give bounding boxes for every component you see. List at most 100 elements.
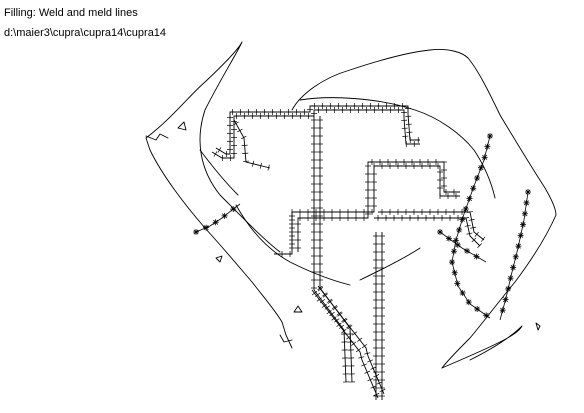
weld-star-marker: [459, 289, 466, 296]
runner-tick: [373, 374, 380, 378]
runner-tick: [317, 287, 324, 292]
weld-star-marker: [517, 232, 524, 239]
runner-tick: [337, 312, 343, 317]
weld-star-marker: [459, 216, 466, 223]
runner-tick: [471, 237, 477, 243]
runner-tick: [314, 292, 321, 297]
runner-tick: [376, 381, 383, 385]
runner-tick: [217, 147, 222, 153]
runner-tick: [346, 335, 352, 340]
runner-tick: [331, 316, 337, 321]
file-path: d:\maier3\cupra\cupra14\cupra14: [4, 27, 167, 39]
runner-tick: [370, 366, 377, 370]
weld-lines: [195, 135, 529, 321]
weld-star-marker: [437, 229, 443, 235]
runner-tick: [327, 299, 333, 304]
runner-tick: [329, 311, 335, 317]
runner-tick: [464, 224, 471, 227]
runner-top: [211, 109, 420, 159]
weld-star-marker: [483, 312, 490, 319]
runner-tick: [477, 243, 482, 248]
runner-tick: [240, 135, 247, 140]
triangle-marker: [293, 305, 303, 313]
runner-tick: [252, 160, 255, 167]
outline-top-inner: [299, 97, 496, 199]
runner-tick: [480, 236, 486, 242]
runner-tick: [321, 303, 327, 308]
outline-mid-right: [359, 247, 421, 281]
runner-tick: [267, 164, 270, 171]
runner-tick: [331, 305, 338, 310]
weld-star-marker: [451, 269, 458, 276]
runner-tick: [317, 285, 323, 291]
runner-tick: [342, 318, 348, 323]
runner-tick: [336, 311, 342, 316]
runner-tick: [322, 292, 328, 297]
outline-left-panel: [145, 41, 281, 253]
weld-star-marker: [515, 243, 522, 250]
runner-tick: [347, 325, 353, 330]
weld-star-marker: [474, 306, 481, 313]
weld-star-marker: [212, 219, 219, 226]
runner-tick: [326, 298, 333, 303]
runner-left-branch: [233, 119, 271, 169]
triangle-marker: [215, 255, 223, 263]
part-outline: [145, 41, 557, 369]
runner-tick: [324, 305, 330, 310]
outline-lower-stub: [279, 334, 293, 343]
runner-tick: [341, 317, 347, 323]
weld-star-marker: [478, 164, 485, 171]
runner-tick: [322, 293, 328, 298]
runner-tick: [334, 318, 340, 323]
analysis-title: Filling: Weld and meld lines: [4, 7, 138, 19]
weld-star-marker: [193, 229, 199, 235]
weld-star-marker: [502, 296, 509, 303]
weld-star-marker: [521, 210, 528, 217]
runner-tick: [474, 231, 479, 237]
weld-star-marker: [499, 307, 506, 314]
runner-tick: [358, 356, 365, 359]
runner-tick: [338, 324, 345, 329]
runner-tick: [332, 306, 338, 311]
outline-left-notch: [145, 133, 169, 141]
runner-tick: [357, 337, 363, 342]
runner-tick: [468, 218, 475, 221]
weld-star-marker: [525, 189, 531, 195]
weld-star-marker: [464, 247, 471, 254]
weld-star-marker: [510, 264, 517, 271]
weld-star-marker: [470, 185, 477, 192]
weld-star-marker: [454, 280, 461, 287]
runner-tick: [379, 388, 386, 392]
weld-star-marker: [449, 259, 456, 266]
runner-tick: [470, 226, 477, 229]
outline-left-lower: [145, 137, 293, 349]
weld-star-marker: [512, 253, 519, 260]
triangle-marker: [535, 322, 541, 331]
runner-tick: [466, 232, 473, 235]
weld-star-marker: [505, 285, 512, 292]
runner-tick: [341, 329, 347, 334]
weld-star-marker: [230, 206, 237, 213]
weld-star-marker: [466, 195, 473, 202]
runner-lower-right-offset: [378, 211, 485, 241]
weld-star-marker: [203, 224, 210, 231]
runner-tick: [367, 359, 373, 363]
weld-star-marker: [452, 237, 459, 244]
runner-tick: [364, 352, 371, 355]
runner-mid-offset: [297, 161, 460, 252]
runner-tick: [361, 343, 368, 349]
outline-inner-left: [199, 149, 239, 196]
runner-tick: [351, 341, 357, 346]
runner-tick: [259, 162, 262, 169]
outline-right-lower: [441, 214, 557, 369]
weld-star-marker: [484, 143, 491, 150]
weld-star-marker: [454, 241, 461, 248]
runner-tick: [346, 324, 352, 329]
runner-tick: [213, 151, 218, 157]
weld-star-marker: [465, 299, 472, 306]
outline-bottom-wedge: [441, 325, 523, 369]
runner-tick: [336, 322, 342, 327]
weld-star-marker: [481, 154, 488, 161]
weld-star-marker: [520, 221, 527, 228]
